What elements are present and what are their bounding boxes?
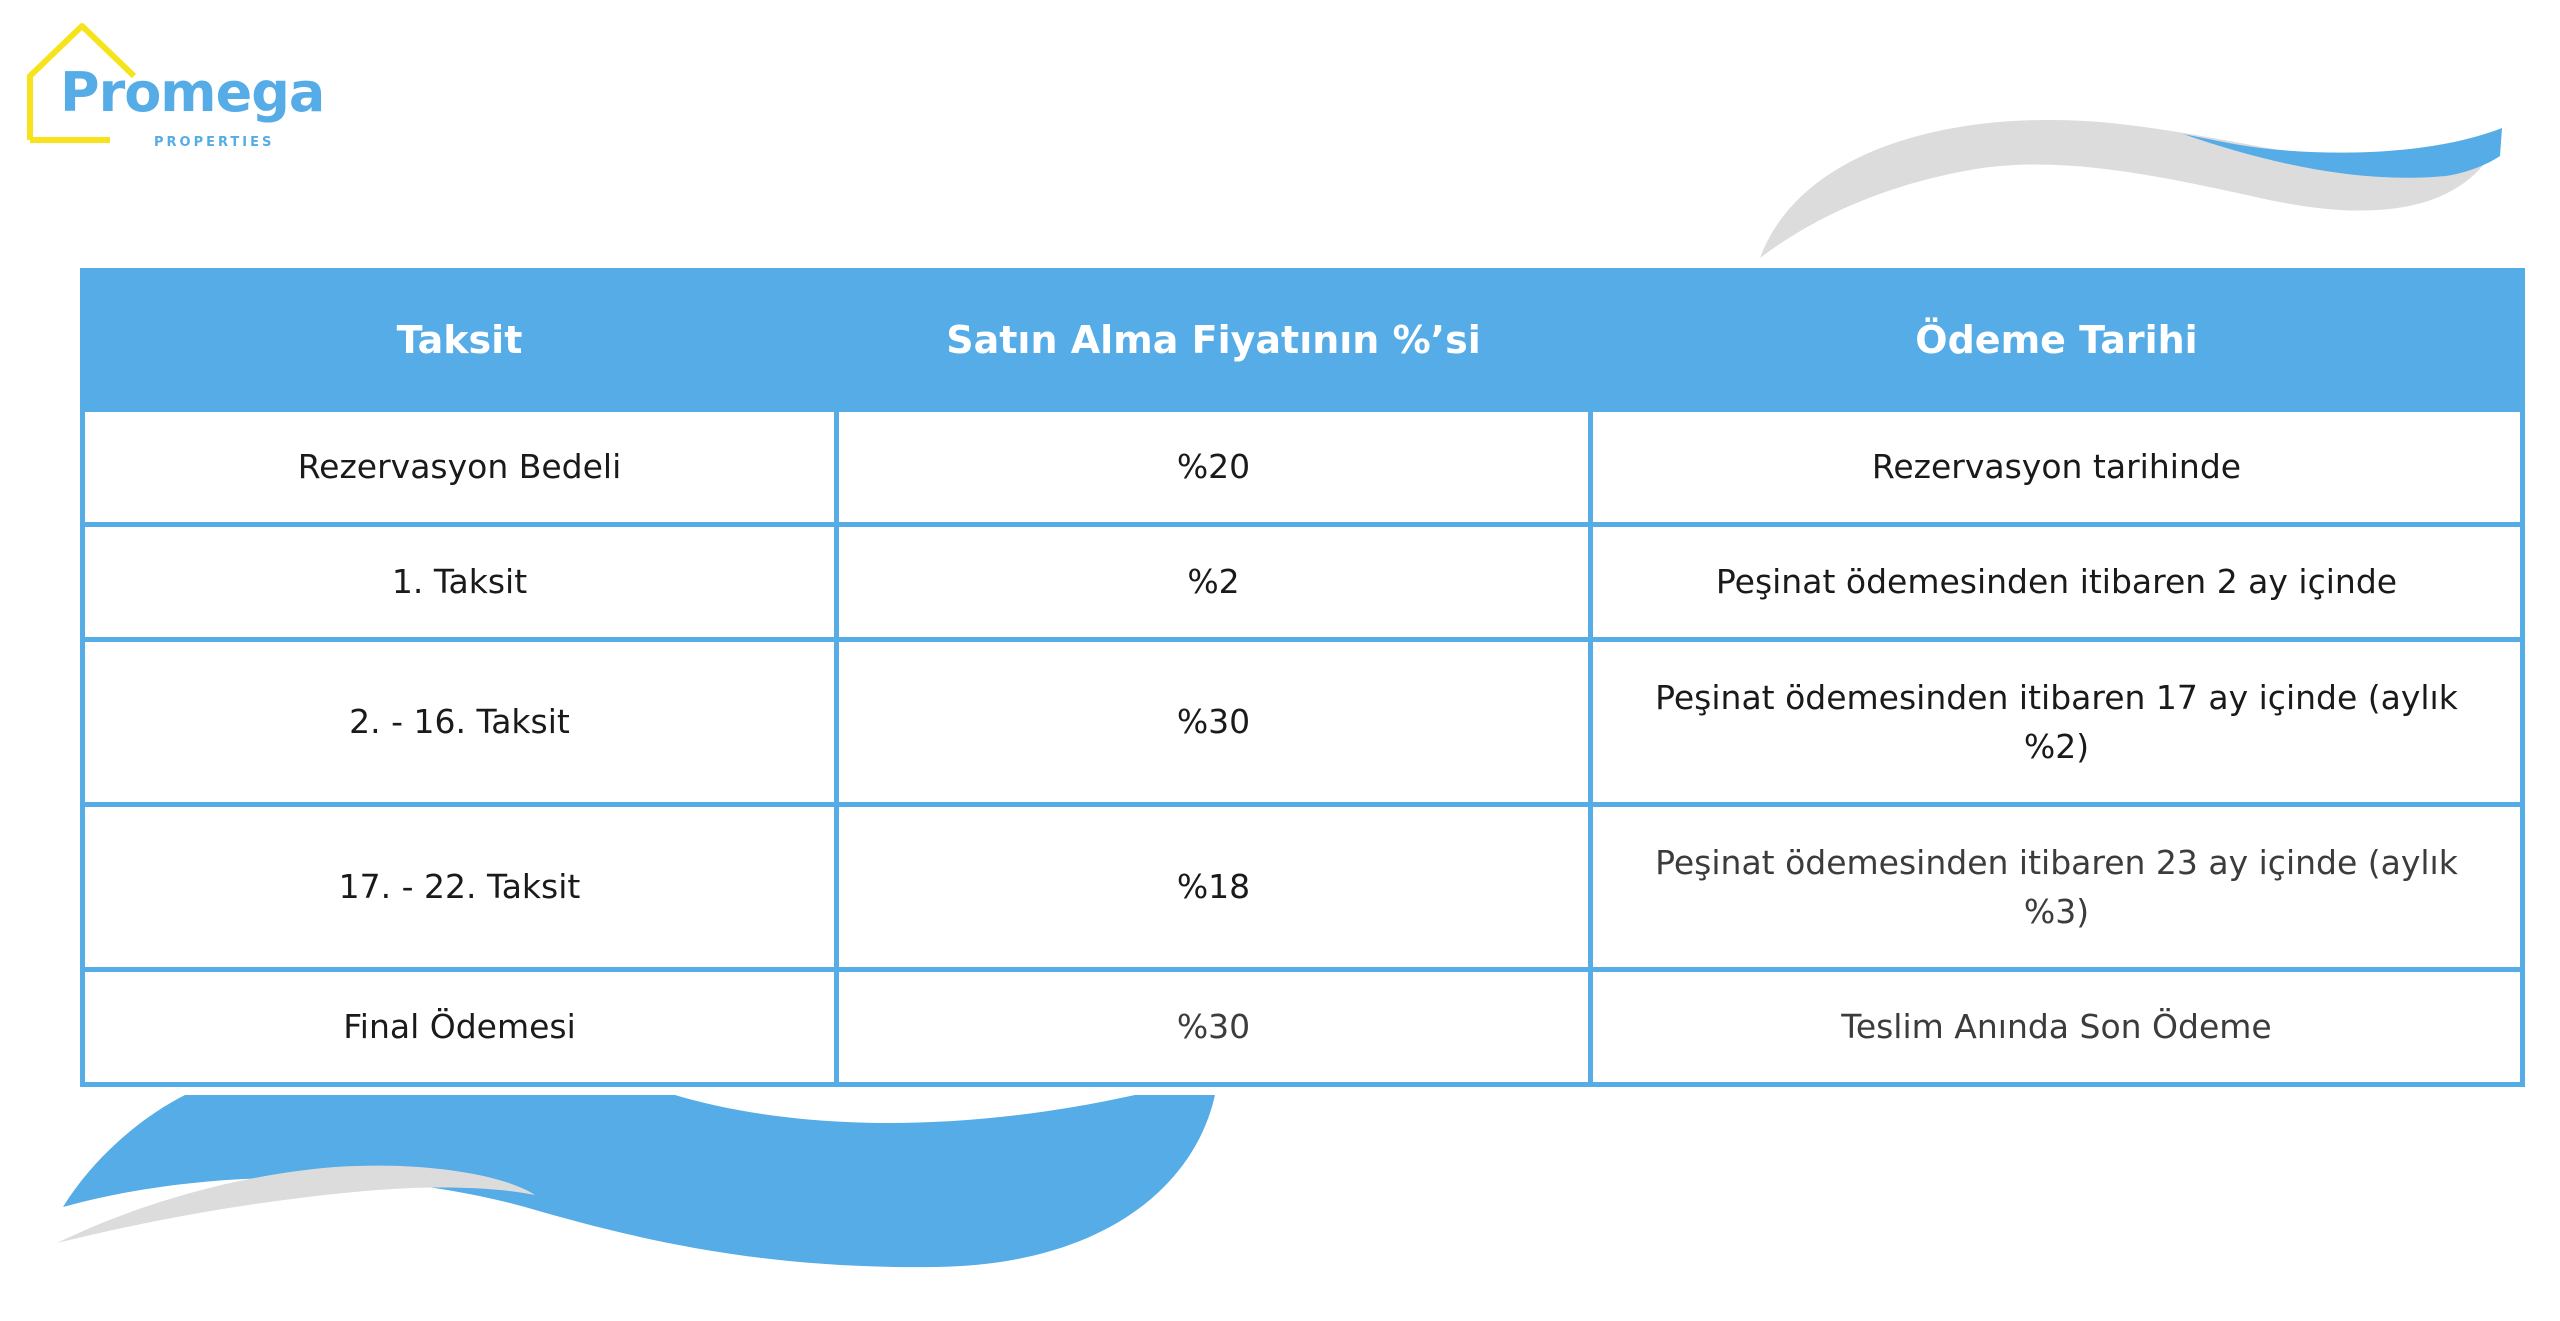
logo-subtitle: PROPERTIES (154, 135, 275, 150)
percentage-cell: %18 (834, 802, 1593, 972)
payment-date-cell: Peşinat ödemesinden itibaren 23 ay içind… (1588, 802, 2525, 972)
header-installment: Taksit (80, 268, 839, 412)
table-row: 1. Taksit %2 Peşinat ödemesinden itibare… (80, 522, 2525, 642)
installment-cell: Final Ödemesi (80, 967, 839, 1087)
table-header-row: Taksit Satın Alma Fiyatının %’si Ödeme T… (80, 268, 2525, 412)
header-percentage: Satın Alma Fiyatının %’si (834, 268, 1593, 412)
header-payment-date: Ödeme Tarihi (1588, 268, 2525, 412)
table-row: Final Ödemesi %30 Teslim Anında Son Ödem… (80, 967, 2525, 1087)
installment-cell: 17. - 22. Taksit (80, 802, 839, 972)
percentage-cell: %20 (834, 407, 1593, 527)
logo-wordmark: Promega (60, 61, 325, 124)
installment-cell: 1. Taksit (80, 522, 839, 642)
house-outline-icon (27, 23, 137, 143)
promega-logo: Promega PROPERTIES (22, 14, 325, 149)
installment-cell: Rezervasyon Bedeli (80, 407, 839, 527)
payment-date-cell: Teslim Anında Son Ödeme (1588, 967, 2525, 1087)
installment-cell: 2. - 16. Taksit (80, 637, 839, 807)
table-row: 17. - 22. Taksit %18 Peşinat ödemesinden… (80, 802, 2525, 972)
payment-date-cell: Rezervasyon tarihinde (1588, 407, 2525, 527)
table-row: Rezervasyon Bedeli %20 Rezervasyon tarih… (80, 407, 2525, 527)
payment-date-cell: Peşinat ödemesinden itibaren 2 ay içinde (1588, 522, 2525, 642)
percentage-cell: %30 (834, 637, 1593, 807)
decorative-wave-top (1760, 119, 2502, 258)
percentage-cell: %30 (834, 967, 1593, 1087)
decorative-wave-bottom (57, 1095, 1215, 1268)
table-row: 2. - 16. Taksit %30 Peşinat ödemesinden … (80, 637, 2525, 807)
percentage-cell: %2 (834, 522, 1593, 642)
payment-plan-table: Taksit Satın Alma Fiyatının %’si Ödeme T… (80, 268, 2525, 1087)
payment-date-cell: Peşinat ödemesinden itibaren 17 ay içind… (1588, 637, 2525, 807)
